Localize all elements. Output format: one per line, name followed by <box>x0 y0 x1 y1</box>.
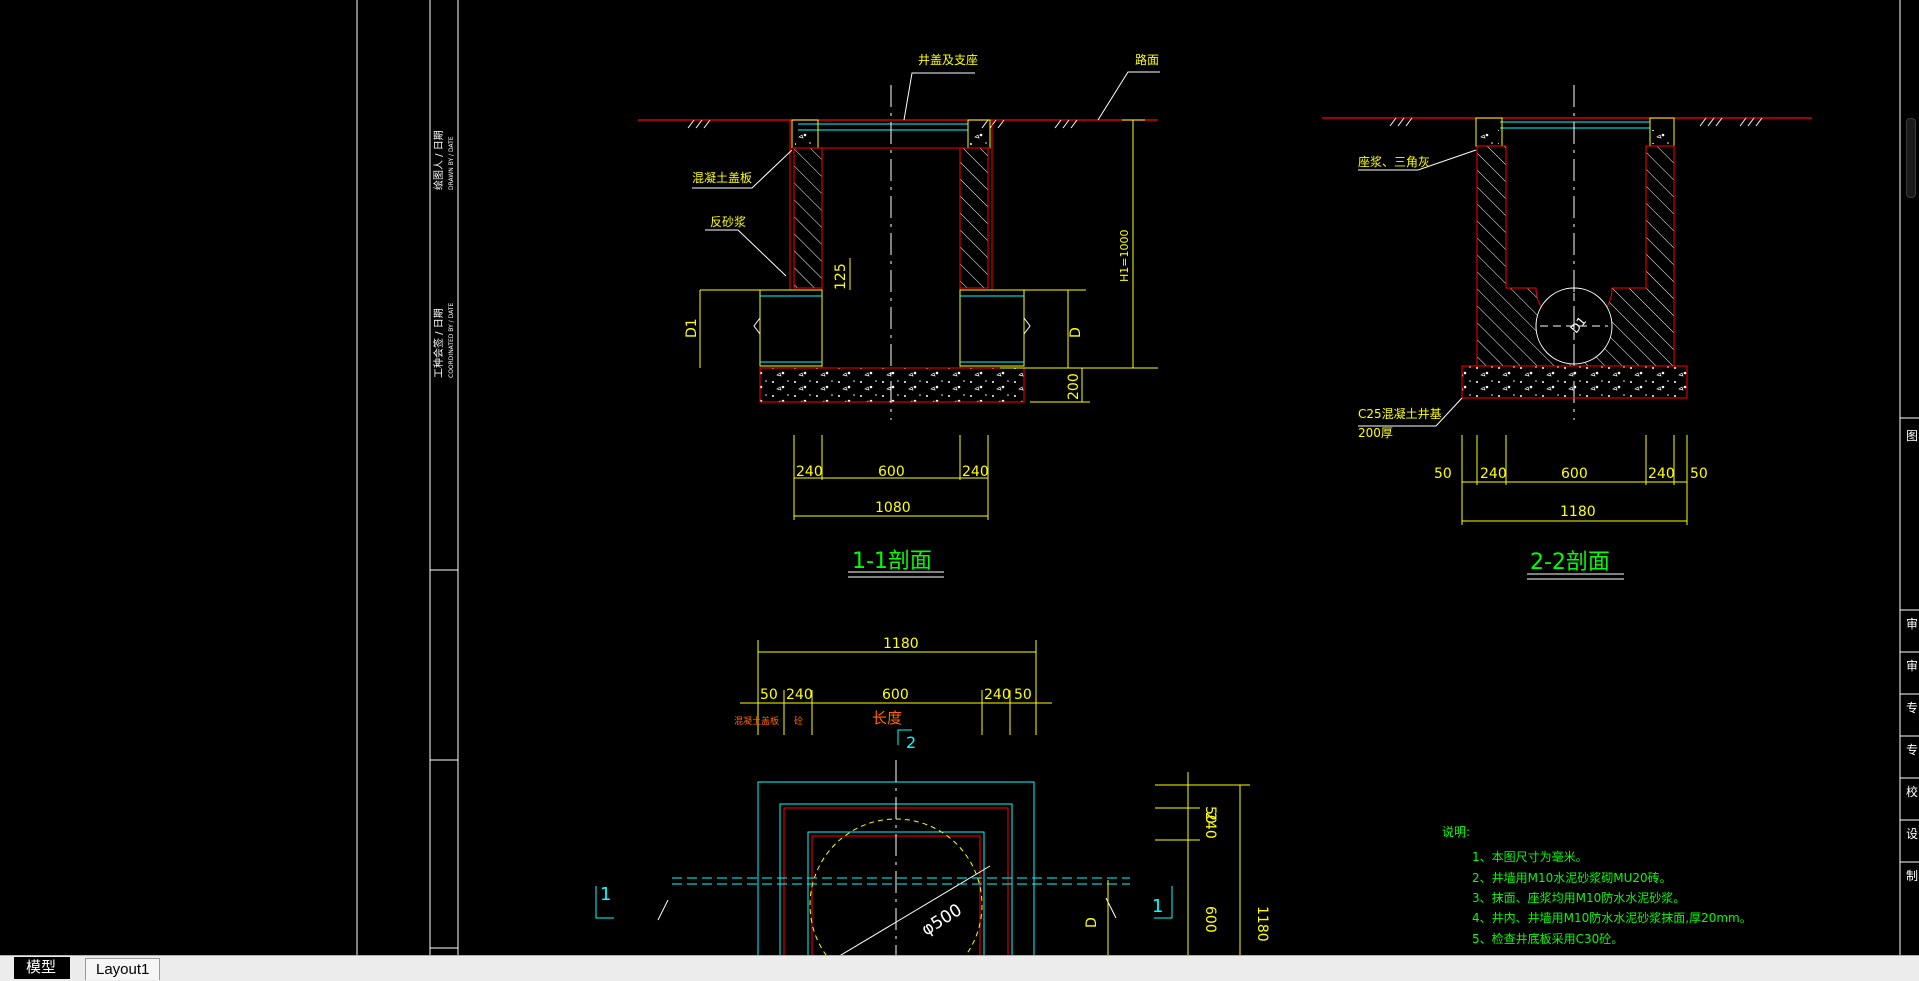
plan-mark-2: 2 <box>906 733 916 752</box>
dim-125: 125 <box>833 263 849 290</box>
dim-240b: 240 <box>962 464 989 480</box>
title-block-labels: 绘图人 / 日期 DRAWN BY / DATE 工种会签 / 日期 COORD… <box>432 130 455 378</box>
plan-dim-r240: 240 <box>1202 812 1218 839</box>
label-backfill: 反砂浆 <box>710 214 746 229</box>
section-2-2-title: 2-2剖面 <box>1530 550 1610 575</box>
drawn-by-en: DRAWN BY / DATE <box>448 136 455 190</box>
plan-view[interactable] <box>595 640 1250 955</box>
label-concrete-cover: 混凝土盖板 <box>692 170 752 185</box>
label-road: 路面 <box>1135 52 1159 67</box>
dim-50a: 50 <box>1434 466 1452 482</box>
plan-dim-600: 600 <box>882 687 909 703</box>
plan-dim-r1180: 1180 <box>1254 906 1270 942</box>
plan-mark-1-right: 1 <box>1152 896 1163 917</box>
plan-label-small2: 砼 <box>794 715 803 727</box>
label-mortar: 座浆、三角灰 <box>1358 154 1430 169</box>
plan-dim-r50: 50 <box>1202 806 1218 824</box>
note-1: 1、本图尺寸为毫米。 <box>1472 849 1588 864</box>
strip-7: 设 <box>1906 827 1918 841</box>
dim-240a: 240 <box>796 464 823 480</box>
strip-4: 专 <box>1906 700 1918 715</box>
plan-dim-rd: D <box>1084 917 1100 928</box>
plan-dim-r600: 600 <box>1202 906 1218 933</box>
dim-h1: H1=1000 <box>1118 230 1131 282</box>
strip-5: 专 <box>1906 742 1918 757</box>
plan-dim-240a: 240 <box>786 687 813 703</box>
dim-200: 200 <box>1066 373 1082 400</box>
label-cover-support: 井盖及支座 <box>918 52 978 67</box>
drawn-by-label: 绘图人 / 日期 <box>432 130 445 190</box>
plan-dim-240b: 240 <box>984 687 1011 703</box>
tab-layout1[interactable]: Layout1 <box>85 958 161 980</box>
right-title-strip: 图 审 审 专 专 校 设 制 <box>1899 0 1919 955</box>
note-4: 4、井内、井墙用M10防水水泥砂浆抹面,厚20mm。 <box>1472 910 1752 925</box>
label-base: C25混凝土井基 <box>1358 406 1442 421</box>
plan-dim-phi500: φ500 <box>918 900 966 940</box>
tab-model[interactable]: 模型 <box>14 957 71 979</box>
note-2: 2、井墙用M10水泥砂浆砌MU20砖。 <box>1472 870 1672 885</box>
section-1-1-title: 1-1剖面 <box>852 549 932 574</box>
dim-d: D <box>1068 327 1084 338</box>
layout-tab-bar: 模型 Layout1 <box>0 955 1919 981</box>
notes-title: 说明: <box>1442 824 1470 839</box>
label-base-thickness: 200厚 <box>1358 426 1393 440</box>
plan-label-length: 长度 <box>872 709 902 727</box>
strip-1: 图 <box>1906 429 1918 443</box>
strip-8: 制 <box>1906 869 1918 883</box>
dim-240a: 240 <box>1480 466 1507 482</box>
plan-dim-50b: 50 <box>1014 687 1032 703</box>
plan-dim-1180: 1180 <box>883 636 919 652</box>
dim-d1: D1 <box>684 318 700 338</box>
dim-1180: 1180 <box>1560 504 1596 520</box>
section-1-1[interactable] <box>638 71 1160 578</box>
note-5: 5、检查井底板采用C30砼。 <box>1472 931 1623 946</box>
dim-50b: 50 <box>1690 466 1708 482</box>
notes: 说明: 1、本图尺寸为毫米。 2、井墙用M10水泥砂浆砌MU20砖。 3、抹面、… <box>1442 824 1752 946</box>
section-2-2[interactable] <box>1322 85 1812 580</box>
strip-2: 审 <box>1906 616 1918 631</box>
cad-model-space[interactable]: 绘图人 / 日期 DRAWN BY / DATE 工种会签 / 日期 COORD… <box>0 0 1919 955</box>
plan-mark-1-left: 1 <box>600 884 611 905</box>
strip-3: 审 <box>1906 658 1918 673</box>
dim-600: 600 <box>878 464 905 480</box>
dim-600: 600 <box>1561 466 1588 482</box>
dim-240b: 240 <box>1648 466 1675 482</box>
vertical-scrollbar-thumb[interactable] <box>1906 118 1916 198</box>
checked-by-label: 工种会签 / 日期 <box>432 308 445 378</box>
plan-dim-50a: 50 <box>760 687 778 703</box>
plan-label-small: 混凝土盖板 <box>734 715 779 727</box>
strip-6: 校 <box>1906 784 1918 799</box>
note-3: 3、抹面、座浆均用M10防水水泥砂浆。 <box>1472 890 1685 905</box>
dim-1080: 1080 <box>875 500 911 516</box>
checked-by-en: COORDINATED BY / DATE <box>448 303 455 378</box>
title-block-frame <box>356 0 459 955</box>
